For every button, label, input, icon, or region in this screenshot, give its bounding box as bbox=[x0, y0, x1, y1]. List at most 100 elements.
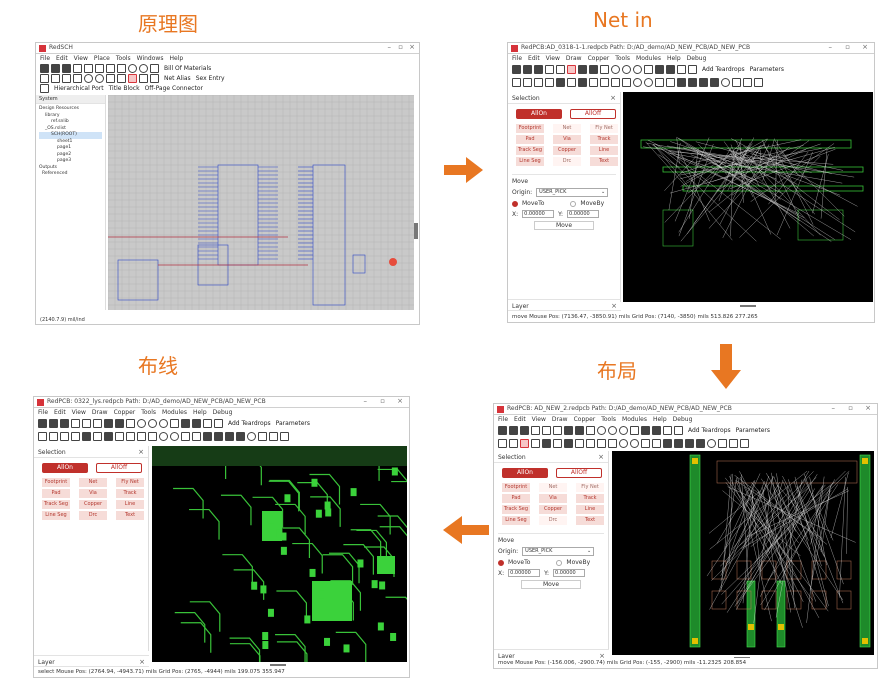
flip-icon[interactable] bbox=[732, 78, 741, 87]
zoom-out-icon[interactable] bbox=[622, 65, 631, 74]
move-button[interactable]: Move bbox=[521, 580, 581, 589]
netin-hscroll[interactable] bbox=[740, 305, 756, 307]
tree-item[interactable]: page1 bbox=[57, 145, 72, 150]
all-on-button[interactable]: AllOn bbox=[42, 463, 88, 473]
close-panel-icon[interactable]: × bbox=[611, 302, 617, 310]
filter-text[interactable]: Text bbox=[590, 157, 618, 166]
filter-text[interactable]: Text bbox=[116, 511, 144, 520]
filter-fly-net[interactable]: Fly Net bbox=[590, 124, 618, 133]
copper-area-icon[interactable] bbox=[578, 78, 587, 87]
tree-item[interactable]: _OS.rslist bbox=[45, 125, 66, 131]
filter-drc[interactable]: Drc bbox=[539, 516, 567, 525]
junction-icon[interactable] bbox=[150, 73, 159, 83]
filter-drc[interactable]: Drc bbox=[553, 157, 581, 166]
tree-item[interactable]: sheet1 bbox=[57, 138, 73, 144]
maximize-icon[interactable]: ▫ bbox=[380, 397, 385, 405]
tree-item[interactable]: page2 bbox=[57, 151, 72, 157]
close-panel-icon[interactable]: × bbox=[610, 94, 616, 102]
new-file-icon[interactable] bbox=[498, 426, 507, 435]
eye-icon[interactable] bbox=[663, 426, 672, 435]
menu-draw[interactable]: Draw bbox=[91, 409, 108, 416]
all-off-button[interactable]: AllOff bbox=[570, 109, 616, 119]
close-icon[interactable]: × bbox=[397, 397, 403, 405]
visibility-icon[interactable] bbox=[630, 439, 639, 448]
gear-icon[interactable] bbox=[236, 432, 245, 441]
keepout-icon[interactable] bbox=[93, 432, 102, 441]
lock-icon[interactable] bbox=[674, 439, 683, 448]
filter-net[interactable]: Net bbox=[79, 478, 107, 487]
menu-edit[interactable]: Edit bbox=[54, 409, 66, 416]
redo-icon[interactable] bbox=[82, 419, 91, 428]
fill-icon[interactable] bbox=[556, 78, 565, 87]
diff-route-icon[interactable] bbox=[137, 432, 146, 441]
lock-icon[interactable] bbox=[214, 432, 223, 441]
route-icon[interactable] bbox=[586, 439, 595, 448]
filter-fly-net[interactable]: Fly Net bbox=[576, 483, 604, 492]
menu-modules[interactable]: Modules bbox=[622, 416, 647, 423]
component-icon[interactable] bbox=[128, 73, 137, 83]
eye-icon[interactable] bbox=[677, 65, 686, 74]
move-icon[interactable] bbox=[93, 419, 102, 428]
filter-line[interactable]: Line bbox=[576, 505, 604, 514]
menu-copper[interactable]: Copper bbox=[573, 416, 596, 423]
close-icon[interactable]: × bbox=[409, 43, 415, 51]
unlock-icon[interactable] bbox=[699, 78, 708, 87]
close-icon[interactable]: × bbox=[865, 404, 871, 412]
menu-help[interactable]: Help bbox=[666, 55, 681, 62]
menu-view[interactable]: View bbox=[71, 409, 86, 416]
filter-pad[interactable]: Pad bbox=[502, 494, 530, 503]
unlock-icon[interactable] bbox=[685, 439, 694, 448]
zoom-in-icon[interactable] bbox=[611, 65, 620, 74]
move-icon[interactable] bbox=[567, 65, 576, 74]
minimize-icon[interactable]: – bbox=[828, 43, 833, 51]
zoom-fit-icon[interactable] bbox=[159, 419, 168, 428]
drc-icon[interactable] bbox=[707, 439, 716, 448]
all-on-button[interactable]: AllOn bbox=[516, 109, 562, 119]
redo-icon[interactable] bbox=[542, 426, 551, 435]
filter-via[interactable]: Via bbox=[79, 489, 107, 498]
power-icon[interactable] bbox=[40, 83, 49, 93]
delete-icon[interactable] bbox=[586, 426, 595, 435]
keyboard-icon[interactable] bbox=[652, 439, 661, 448]
schematic-canvas[interactable] bbox=[108, 95, 414, 310]
close-panel-icon[interactable]: × bbox=[599, 652, 605, 660]
offpage-label[interactable]: Off-Page Connector bbox=[144, 84, 203, 92]
measure-icon[interactable] bbox=[674, 426, 683, 435]
image-icon[interactable] bbox=[117, 73, 126, 83]
filter-pad[interactable]: Pad bbox=[516, 135, 544, 144]
align-icon[interactable] bbox=[729, 439, 738, 448]
menu-help[interactable]: Help bbox=[652, 416, 667, 423]
zoom-fit-icon[interactable] bbox=[619, 426, 628, 435]
filter-line[interactable]: Line bbox=[116, 500, 144, 509]
copy-icon[interactable] bbox=[106, 63, 115, 73]
menu-draw[interactable]: Draw bbox=[565, 55, 582, 62]
menu-file[interactable]: File bbox=[38, 409, 49, 416]
menu-tools[interactable]: Tools bbox=[601, 416, 617, 423]
redo-icon[interactable] bbox=[84, 63, 93, 73]
open-file-icon[interactable] bbox=[509, 426, 518, 435]
menu-copper[interactable]: Copper bbox=[113, 409, 136, 416]
filter-copper[interactable]: Copper bbox=[79, 500, 107, 509]
line-icon[interactable] bbox=[62, 73, 71, 83]
text-icon[interactable] bbox=[523, 78, 532, 87]
hier-port-label[interactable]: Hierarchical Port bbox=[54, 84, 104, 92]
placement-canvas[interactable] bbox=[612, 451, 874, 655]
filter-fly-net[interactable]: Fly Net bbox=[116, 478, 144, 487]
zoom-area-icon[interactable] bbox=[170, 419, 179, 428]
spark-icon[interactable] bbox=[589, 78, 598, 87]
menu-windows[interactable]: Windows bbox=[136, 55, 164, 62]
board-icon[interactable] bbox=[666, 65, 675, 74]
fanout-icon[interactable] bbox=[622, 78, 631, 87]
filter-track-seg[interactable]: Track Seg bbox=[42, 500, 70, 509]
moveto-radio[interactable] bbox=[498, 559, 504, 566]
add-teardrops-button[interactable]: Add Teardrops bbox=[228, 420, 271, 427]
zoom-in-icon[interactable] bbox=[128, 63, 137, 73]
table-icon[interactable] bbox=[663, 439, 672, 448]
line-icon[interactable] bbox=[38, 432, 47, 441]
tree-item[interactable]: Design Resources bbox=[39, 106, 79, 111]
filter-text[interactable]: Text bbox=[576, 516, 604, 525]
spark-icon[interactable] bbox=[575, 439, 584, 448]
fanout-icon[interactable] bbox=[608, 439, 617, 448]
new-file-icon[interactable] bbox=[40, 63, 49, 73]
zoom-in-icon[interactable] bbox=[597, 426, 606, 435]
